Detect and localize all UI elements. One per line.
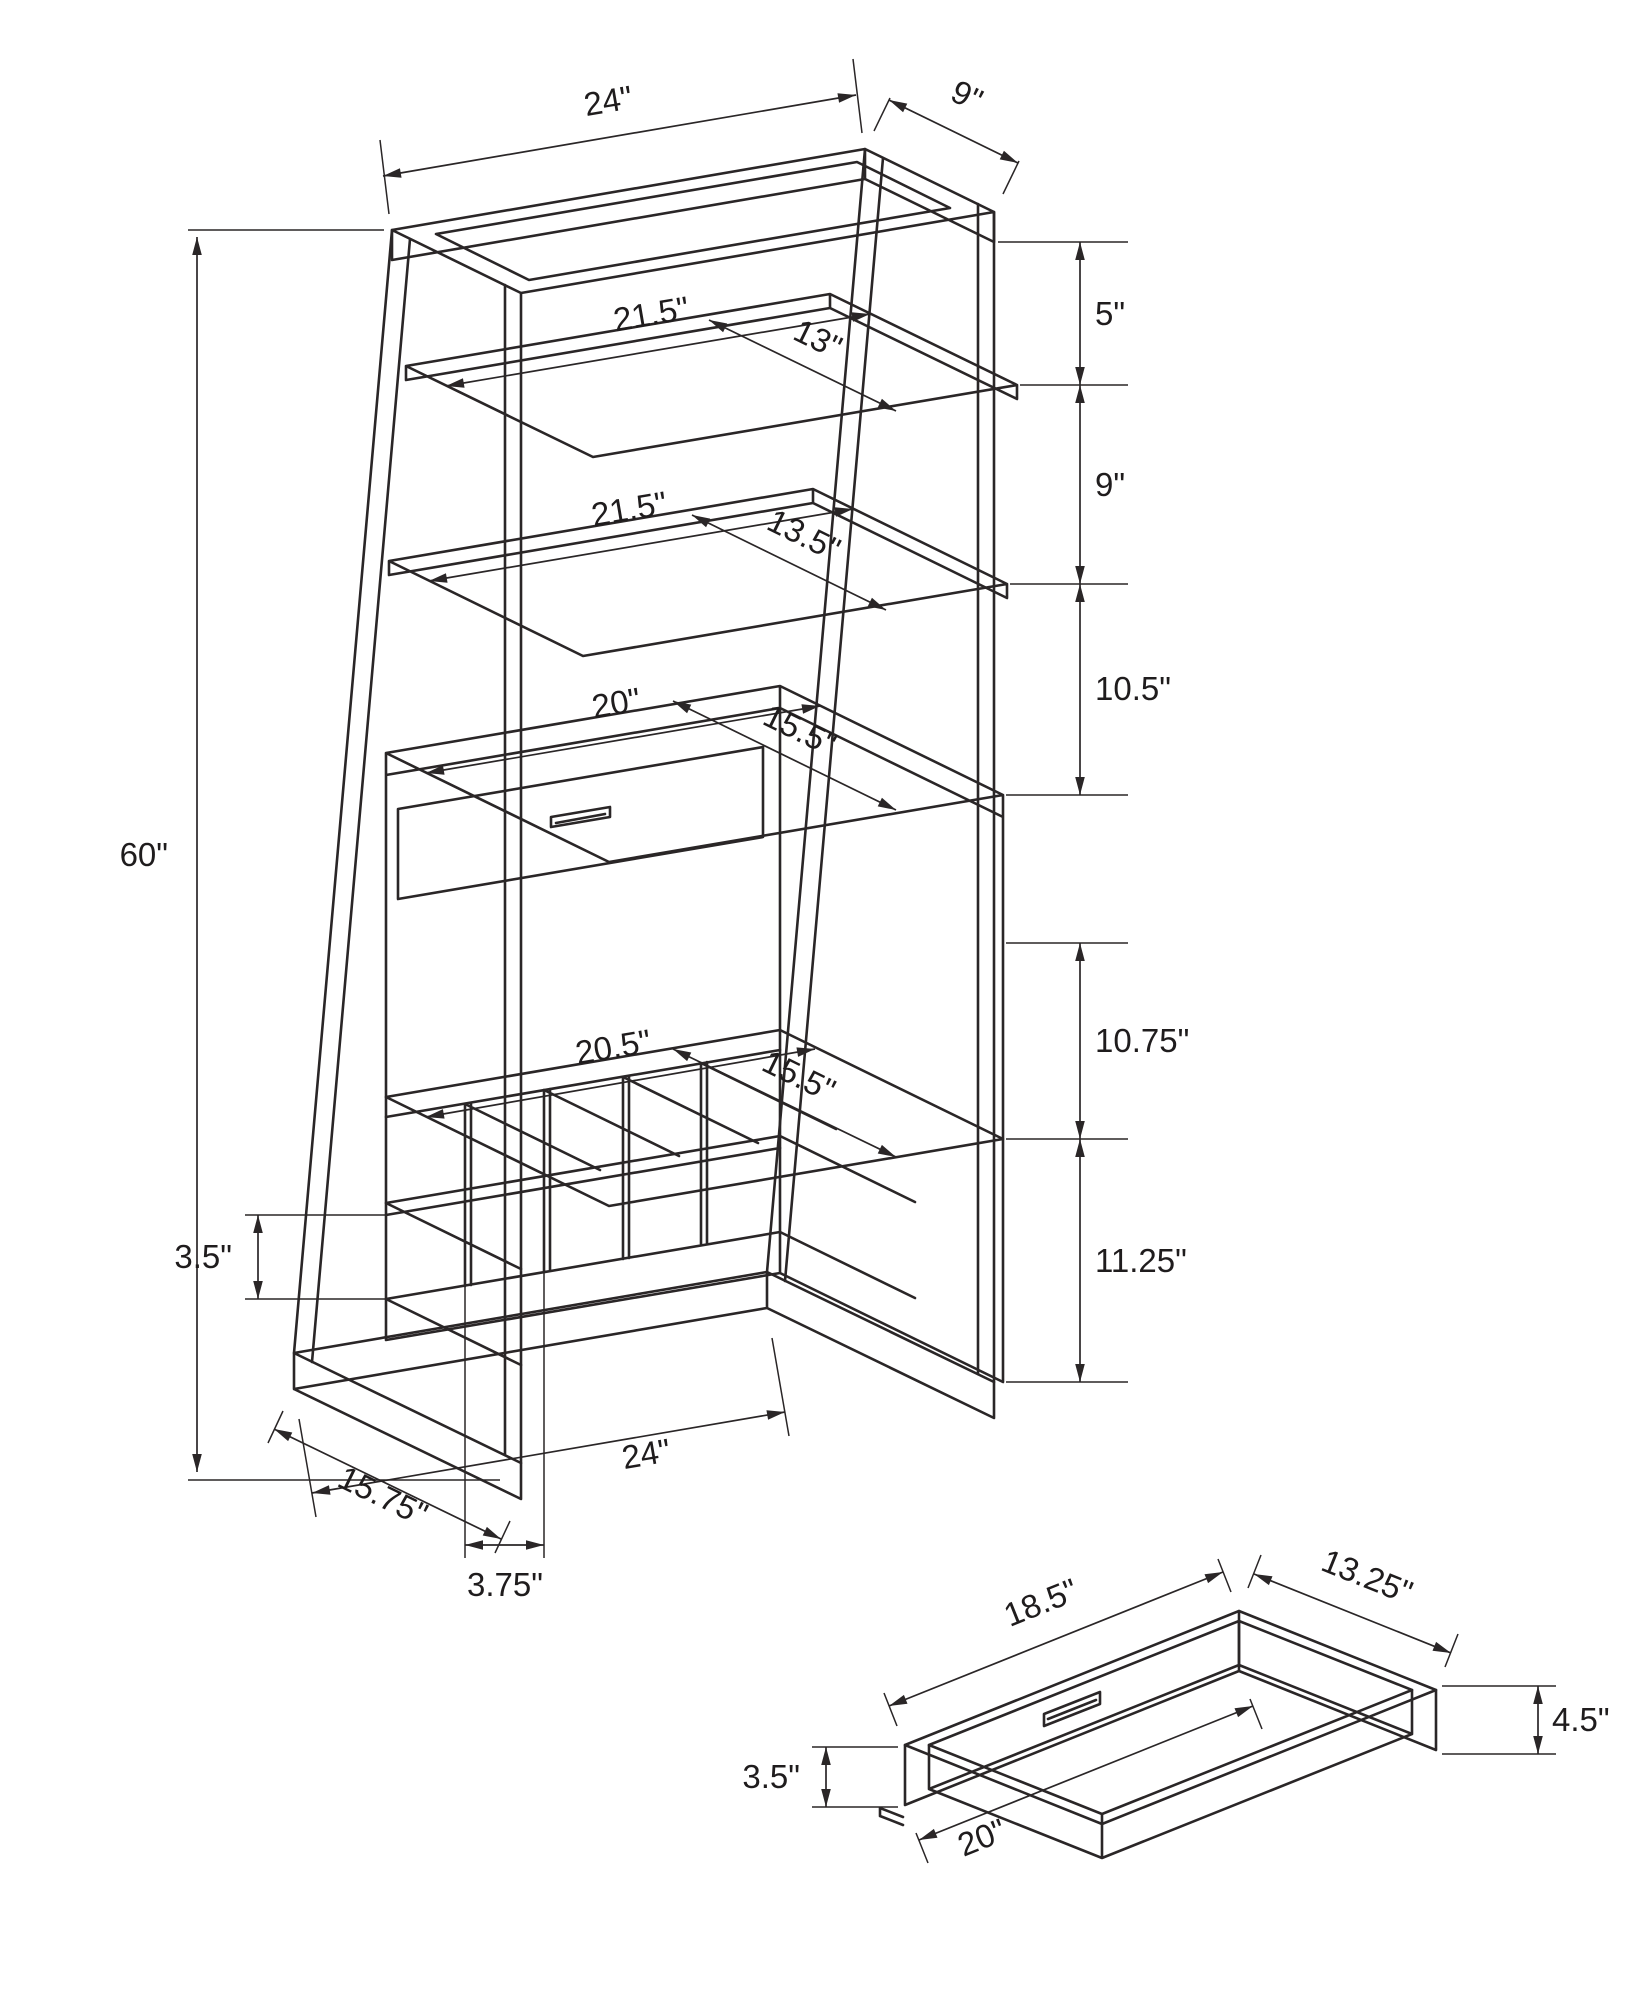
main-unit-drawing: 24" 9" 5" 9" 10.5" 10.75" 11.25" 60" 3.5… — [120, 58, 1189, 1603]
label-drawer-depth: 13.25" — [1317, 1542, 1418, 1611]
label-shelf1-width: 21.5" — [611, 289, 692, 338]
drawer-extension-lines — [812, 1554, 1556, 1864]
upper-shelf-1 — [404, 292, 1019, 459]
label-cubby-height: 3.5" — [174, 1238, 232, 1275]
label-gap-5: 5" — [1095, 295, 1125, 332]
label-gap-10-5: 10.5" — [1095, 670, 1171, 707]
label-overall-height: 60" — [120, 836, 168, 873]
label-gap-10-75: 10.75" — [1095, 1022, 1189, 1059]
dim-open-shelf-depth — [672, 1048, 897, 1158]
dim-drawer-outer-width — [918, 1705, 1254, 1841]
dim-drawer-inner-width — [888, 1571, 1224, 1707]
label-gap-9: 9" — [1095, 466, 1125, 503]
label-base-depth: 15.75" — [333, 1458, 434, 1533]
drawer-slide-rail — [878, 1806, 905, 1827]
dim-shelf1-depth — [708, 319, 897, 412]
drawer-dimensions: 18.5" 13.25" 4.5" 3.5" 20" — [742, 1542, 1609, 1864]
label-drawer-front-height: 3.5" — [742, 1758, 800, 1795]
dim-drawer-depth — [1253, 1573, 1452, 1654]
label-shelf2-width: 21.5" — [589, 484, 670, 533]
shelf1-lines — [404, 292, 1019, 459]
top-frame-lines — [390, 147, 996, 295]
cabinet — [384, 684, 1005, 1384]
dim-base-width — [311, 1410, 786, 1495]
label-cubby-width: 3.75" — [467, 1566, 543, 1603]
label-top-width: 24" — [581, 78, 635, 123]
drawer-handle-icon — [549, 805, 612, 829]
dim-shelf2-depth — [691, 514, 887, 611]
label-gap-11-25: 11.25" — [1095, 1242, 1187, 1279]
dim-cabinet-top-depth — [672, 700, 897, 811]
label-top-depth: 9" — [945, 72, 988, 118]
label-base-width: 24" — [619, 1431, 673, 1476]
open-shelf — [384, 1028, 1005, 1208]
label-cabinet-top-depth: 15.5" — [758, 696, 842, 763]
top-frame — [390, 147, 996, 295]
drawer-box — [878, 1609, 1438, 1860]
main-dimensions: 24" 9" 5" 9" 10.5" 10.75" 11.25" 60" 3.5… — [120, 58, 1189, 1603]
label-drawer-side-height: 4.5" — [1552, 1701, 1610, 1738]
drawer-detail-drawing: 18.5" 13.25" 4.5" 3.5" 20" — [742, 1542, 1609, 1864]
drawer-detail-handle-icon — [1042, 1690, 1102, 1728]
cabinet-box-lines — [384, 684, 1005, 1384]
dim-top-width — [382, 93, 857, 178]
label-cabinet-top-width: 20" — [589, 680, 643, 725]
label-drawer-inner-width: 18.5" — [999, 1571, 1083, 1634]
label-open-shelf-width: 20.5" — [573, 1022, 654, 1071]
dim-top-depth — [888, 99, 1019, 164]
